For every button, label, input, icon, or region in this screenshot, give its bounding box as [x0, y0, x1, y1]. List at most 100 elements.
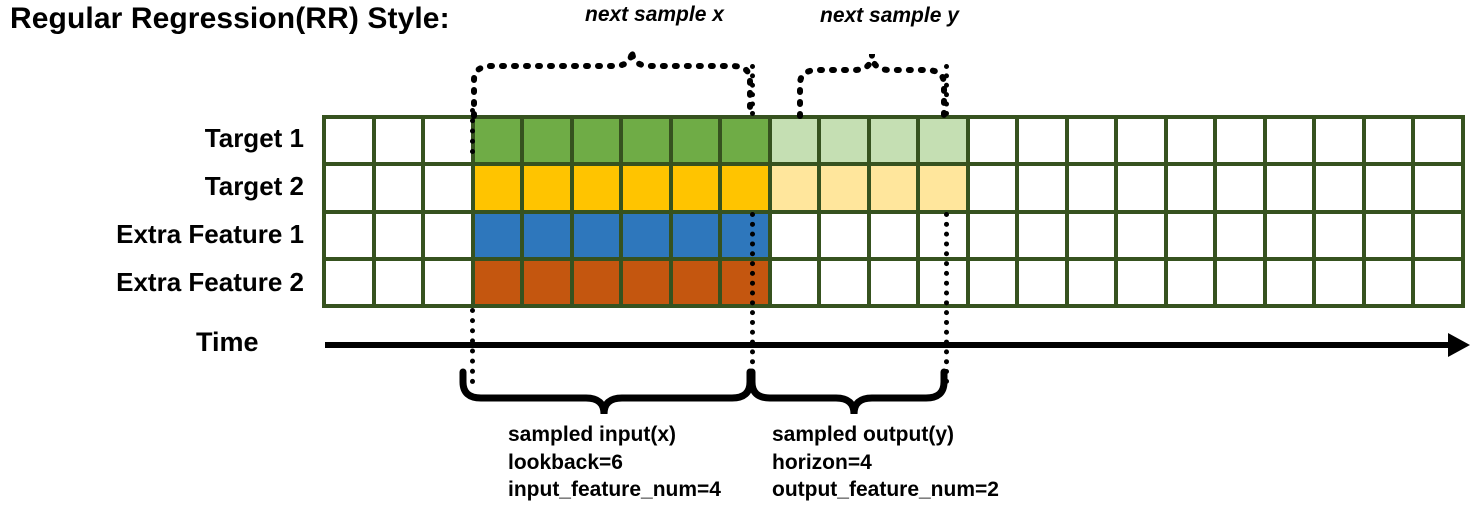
grid-cell	[474, 166, 521, 210]
grid-cell	[1365, 166, 1412, 210]
row-label-extra-feature-2: Extra Feature 2	[116, 267, 304, 297]
grid-cell	[722, 213, 768, 257]
time-axis-line	[325, 342, 1453, 348]
caption-sampled-input-line-2: lookback=6	[508, 450, 623, 474]
grid-cell	[969, 119, 1016, 163]
guide-line-input-end-mid	[750, 212, 755, 384]
grid-cell	[1068, 213, 1115, 257]
caption-next-sample-x: next sample x	[585, 3, 724, 26]
grid-cell	[1266, 213, 1313, 257]
caption-next-sample-y: next sample y	[820, 4, 959, 27]
grid-cell	[1415, 166, 1461, 210]
guide-line-input-start-lower	[470, 308, 475, 384]
grid-cell	[821, 260, 867, 304]
grid-cell	[1068, 119, 1115, 163]
grid-cell	[375, 260, 422, 304]
guide-line-input-start	[470, 108, 475, 154]
grid-cell	[1217, 119, 1263, 163]
grid-cell	[1019, 166, 1065, 210]
grid-cell	[870, 213, 917, 257]
grid-cell	[672, 166, 719, 210]
grid-cell	[524, 166, 570, 210]
row-label-target-2: Target 2	[204, 171, 304, 201]
grid-cell	[870, 119, 917, 163]
grid-cell	[821, 166, 867, 210]
grid-cell	[969, 213, 1016, 257]
grid-cell	[425, 260, 471, 304]
grid-cell	[672, 213, 719, 257]
grid-cell	[524, 260, 570, 304]
timeline-grid	[322, 115, 1465, 308]
grid-cell	[375, 119, 422, 163]
grid-cell	[326, 119, 372, 163]
guide-line-input-end	[750, 64, 755, 116]
grid-cell	[1167, 166, 1214, 210]
grid-cell	[1266, 166, 1313, 210]
grid-cell	[920, 260, 966, 304]
grid-cell	[1266, 119, 1313, 163]
grid-cell	[425, 119, 471, 163]
grid-cell	[1316, 213, 1362, 257]
grid-cell	[1167, 260, 1214, 304]
grid-cell	[1019, 260, 1065, 304]
grid-cell	[573, 166, 620, 210]
grid-cell	[1266, 260, 1313, 304]
grid-cell	[1365, 213, 1412, 257]
grid-cell	[1415, 260, 1461, 304]
top-brace-next-sample-y	[797, 53, 947, 119]
grid-cell	[573, 260, 620, 304]
grid-cell	[573, 119, 620, 163]
grid-cell	[326, 166, 372, 210]
grid-cell	[920, 119, 966, 163]
grid-cell	[969, 166, 1016, 210]
grid-cell	[771, 260, 818, 304]
caption-sampled-input-line-3: input_feature_num=4	[508, 478, 721, 502]
grid-cell	[474, 260, 521, 304]
time-axis-arrow-icon	[1448, 333, 1470, 357]
grid-cell	[1167, 213, 1214, 257]
grid-cell	[722, 166, 768, 210]
grid-cell	[524, 213, 570, 257]
grid-cell	[474, 213, 521, 257]
guide-line-horizon-end-mid	[944, 212, 949, 384]
caption-sampled-input-line-1: sampled input(x)	[508, 423, 677, 446]
grid-cell	[771, 213, 818, 257]
grid-cell	[623, 166, 669, 210]
grid-cell	[1316, 260, 1362, 304]
grid-cell	[1217, 213, 1263, 257]
grid-cell	[623, 213, 669, 257]
grid-cell	[623, 119, 669, 163]
grid-cell	[920, 213, 966, 257]
grid-cell	[1019, 213, 1065, 257]
bottom-brace-sampled-input	[459, 368, 754, 415]
grid-cell	[969, 260, 1016, 304]
grid-cell	[1167, 119, 1214, 163]
grid-cell	[1068, 260, 1115, 304]
grid-cell	[870, 166, 917, 210]
row-label-column: Target 1 Target 2 Extra Feature 1 Extra …	[0, 115, 312, 308]
grid-cell	[573, 213, 620, 257]
grid-cell	[722, 260, 768, 304]
grid-cell	[1019, 119, 1065, 163]
grid-cell	[623, 260, 669, 304]
grid-cell	[1068, 166, 1115, 210]
caption-sampled-output-line-2: horizon=4	[772, 450, 872, 474]
grid-cell	[870, 260, 917, 304]
grid-cell	[722, 119, 768, 163]
grid-cell	[375, 166, 422, 210]
grid-cell	[1415, 213, 1461, 257]
grid-cell	[1365, 119, 1412, 163]
grid-cell	[1118, 166, 1164, 210]
grid-cell	[326, 213, 372, 257]
grid-cell	[771, 166, 818, 210]
grid-cell	[474, 119, 521, 163]
grid-cell	[524, 119, 570, 163]
caption-sampled-output: sampled output(y) horizon=4 output_featu…	[772, 421, 999, 504]
grid-cell	[326, 260, 372, 304]
grid-cell	[1217, 260, 1263, 304]
grid-cell	[425, 166, 471, 210]
grid-cell	[1316, 119, 1362, 163]
grid-cell	[821, 119, 867, 163]
caption-sampled-input: sampled input(x) lookback=6 input_featur…	[508, 421, 721, 504]
caption-sampled-output-line-1: sampled output(y)	[772, 423, 954, 446]
